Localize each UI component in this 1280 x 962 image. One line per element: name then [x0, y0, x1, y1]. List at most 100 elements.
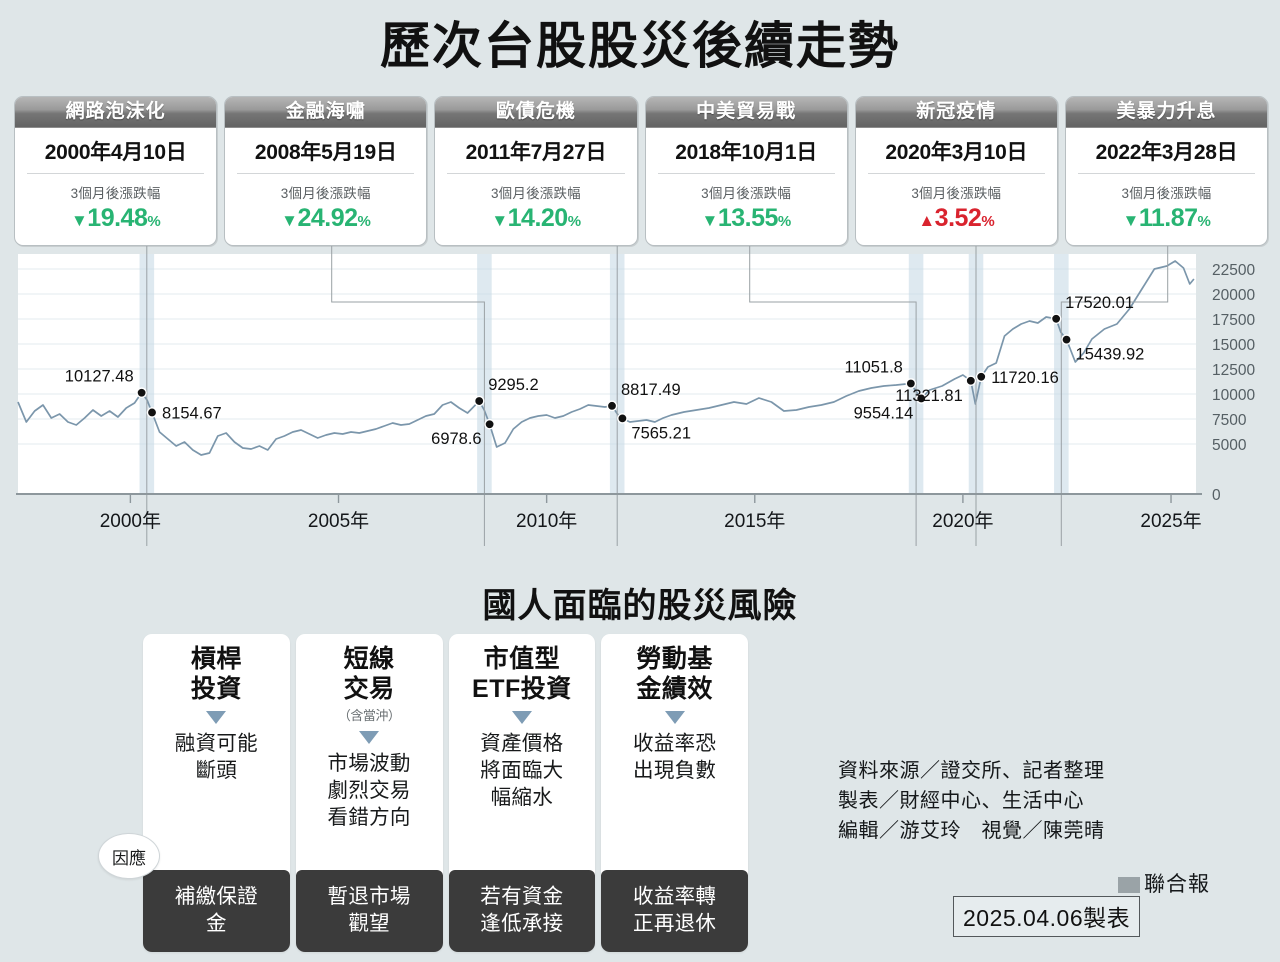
crisis-card-date: 2020年3月10日: [885, 141, 1028, 164]
change-value: 24.92: [297, 204, 358, 232]
crisis-card-change: ▼11.87%: [1066, 202, 1267, 233]
crisis-card-date: 2018年10月1日: [675, 141, 817, 164]
x-axis-tick-label: 2025年: [1140, 510, 1201, 532]
divider: [447, 173, 625, 174]
crisis-card-change: ▼13.55%: [646, 202, 847, 233]
divider: [867, 173, 1045, 174]
crisis-card-title: 美暴力升息: [1065, 97, 1268, 128]
x-axis-tick-label: 2005年: [308, 510, 369, 532]
divider: [237, 173, 415, 174]
data-point-marker: [146, 407, 158, 418]
publisher-name: 聯合報: [1144, 873, 1210, 896]
risk-card: 勞動基金績效收益率恐出現負數收益率轉正再退休: [601, 634, 748, 952]
change-value: 14.20: [507, 204, 569, 232]
arrow-down-icon: ▼: [1122, 211, 1140, 230]
crisis-card-change: ▼14.20%: [435, 202, 636, 233]
crisis-card-title: 新冠疫情: [855, 97, 1057, 128]
change-value: 13.55: [717, 204, 779, 232]
data-point-marker: [136, 387, 147, 399]
x-axis-tick-label: 2015年: [724, 510, 785, 532]
page-title: 歷次台股股災後續走勢: [380, 18, 900, 74]
y-axis-tick-label: 10000: [1212, 387, 1255, 404]
crisis-connector: [1060, 246, 1169, 546]
crisis-connector: [749, 246, 917, 546]
crisis-card-date: 2008年5月19日: [254, 141, 397, 164]
respond-badge: 因應: [98, 833, 160, 879]
risk-card-top: 短線交易（含當沖）市場波動劇烈交易看錯方向: [296, 634, 443, 870]
arrow-down-icon: [511, 711, 532, 724]
risk-card-response: 若有資金逢低承接: [448, 870, 596, 952]
date-stamp: 2025.04.06製表: [953, 896, 1141, 937]
crisis-card-title: 中美貿易戰: [645, 97, 847, 128]
data-point-marker: [905, 378, 917, 389]
y-axis-tick-label: 5000: [1212, 437, 1247, 454]
y-axis-tick-label: 20000: [1212, 287, 1255, 304]
data-point-marker: [473, 395, 485, 407]
crisis-card-date: 2022年3月28日: [1095, 141, 1238, 164]
data-point-marker: [975, 371, 987, 383]
arrow-down-icon: ▼: [491, 211, 508, 230]
y-axis-tick-label: 15000: [1212, 337, 1255, 354]
data-point-label: 11720.16: [991, 369, 1059, 387]
risk-card-list: 槓桿投資融資可能斷頭補繳保證金短線交易（含當沖）市場波動劇烈交易看錯方向暫退市場…: [143, 634, 748, 952]
crisis-card-subtitle: 3個月後漲跌幅: [1121, 186, 1212, 201]
data-point-label: 15439.92: [1076, 346, 1145, 364]
percent-sign: %: [777, 213, 791, 230]
data-point-marker: [1061, 334, 1072, 345]
risk-card-title: 槓桿投資: [190, 645, 242, 703]
section-title-risk: 國人面臨的股災風險: [482, 587, 798, 625]
risk-card-body: 融資可能斷頭: [174, 732, 258, 782]
publisher-row: 聯合報: [838, 868, 1210, 898]
data-point-label: 9295.2: [488, 376, 538, 394]
arrow-down-icon: ▼: [70, 211, 88, 230]
risk-card: 槓桿投資融資可能斷頭補繳保證金: [143, 634, 290, 952]
data-point-marker: [617, 413, 628, 424]
change-value: 3.52: [934, 204, 982, 232]
credit-line: 資料來源／證交所、記者整理: [838, 760, 1105, 782]
percent-sign: %: [567, 213, 581, 230]
risk-card-response: 暫退市場觀望: [295, 870, 443, 952]
risk-card-title: 勞動基金績效: [636, 645, 713, 703]
uniteddaily-logo-icon: [1118, 877, 1140, 893]
index-line: [17, 260, 1195, 456]
arrow-down-icon: ▼: [701, 211, 718, 230]
divider: [1077, 173, 1256, 174]
data-point-label: 17520.01: [1065, 294, 1134, 312]
data-point-marker: [606, 400, 618, 412]
y-axis-tick-label: 17500: [1212, 312, 1255, 329]
data-point-marker: [915, 393, 927, 404]
crisis-card-change: ▲3.52%: [856, 202, 1057, 233]
data-point-marker: [965, 375, 977, 387]
crisis-card-title: 金融海嘯: [225, 97, 427, 128]
credits-block: 資料來源／證交所、記者整理製表／財經中心、生活中心編輯／游艾玲 視覺／陳莞晴: [838, 756, 1238, 846]
data-point-label: 11321.81: [895, 387, 963, 405]
crisis-card-date: 2011年7月27日: [465, 141, 607, 164]
risk-card-title: 短線交易: [343, 645, 395, 703]
percent-sign: %: [147, 213, 161, 230]
crisis-card-title: 歐債危機: [435, 97, 637, 128]
risk-card-top: 勞動基金績效收益率恐出現負數: [601, 634, 748, 870]
crisis-card-date: 2000年4月10日: [44, 141, 187, 164]
credit-line: 製表／財經中心、生活中心: [838, 790, 1084, 812]
y-axis-tick-label: 0: [1212, 487, 1221, 504]
crisis-card-subtitle: 3個月後漲跌幅: [911, 186, 1002, 201]
change-value: 11.87: [1138, 204, 1198, 232]
data-point-label: 9554.14: [854, 404, 914, 422]
divider: [657, 173, 835, 174]
crisis-card-subtitle: 3個月後漲跌幅: [490, 186, 581, 201]
risk-card-response: 收益率轉正再退休: [601, 870, 748, 952]
data-point-marker: [1050, 313, 1062, 325]
x-axis-tick-label: 2000年: [100, 510, 161, 532]
x-axis-tick-label: 2020年: [932, 510, 993, 532]
y-axis-tick-label: 22500: [1212, 262, 1255, 279]
risk-card-body: 資產價格將面臨大幅縮水: [480, 732, 564, 809]
credit-line: 編輯／游艾玲 視覺／陳莞晴: [838, 820, 1105, 842]
